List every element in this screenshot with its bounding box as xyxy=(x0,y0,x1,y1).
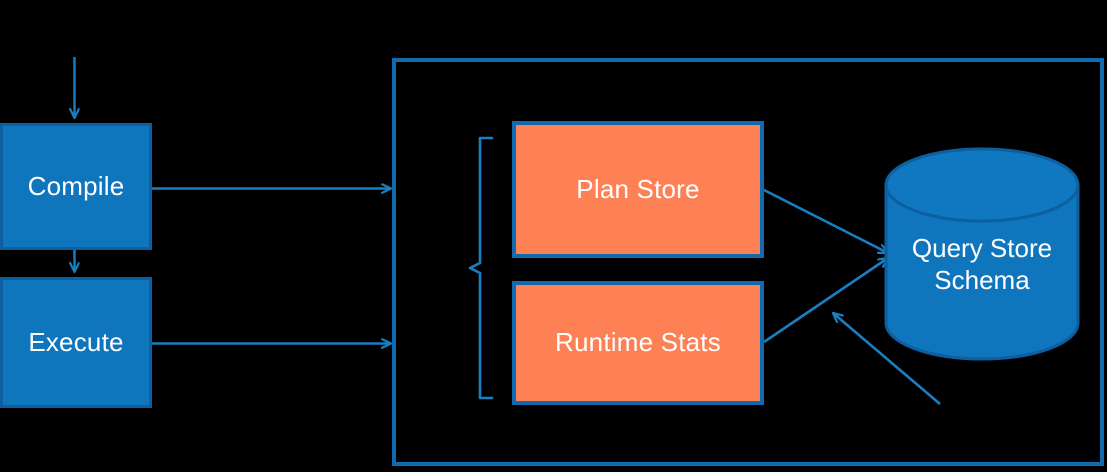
node-query-store-schema-label-line2: Schema xyxy=(934,264,1030,295)
node-query-store-schema-label-line1: Query Store xyxy=(911,233,1053,263)
plan-store-to-schema-arrow xyxy=(763,188,888,255)
node-execute-label: Execute xyxy=(28,326,124,357)
node-execute[interactable]: Execute xyxy=(0,277,152,408)
node-plan-store-label: Plan Store xyxy=(576,173,700,204)
node-runtime-stats-label: Runtime Stats xyxy=(555,327,721,358)
query-store-container xyxy=(392,58,1104,466)
node-plan-store[interactable]: Plan Store xyxy=(512,121,764,258)
node-query-store-schema-label: Query Store Schema xyxy=(886,233,1078,296)
grouping-brace xyxy=(468,136,494,400)
node-compile-label: Compile xyxy=(27,170,125,201)
node-runtime-stats[interactable]: Runtime Stats xyxy=(512,281,764,405)
external-to-schema-arrow xyxy=(833,313,941,405)
node-compile[interactable]: Compile xyxy=(0,123,152,250)
runtime-stats-to-schema-arrow xyxy=(763,258,888,344)
query-store-schema-cylinder xyxy=(884,147,1080,361)
